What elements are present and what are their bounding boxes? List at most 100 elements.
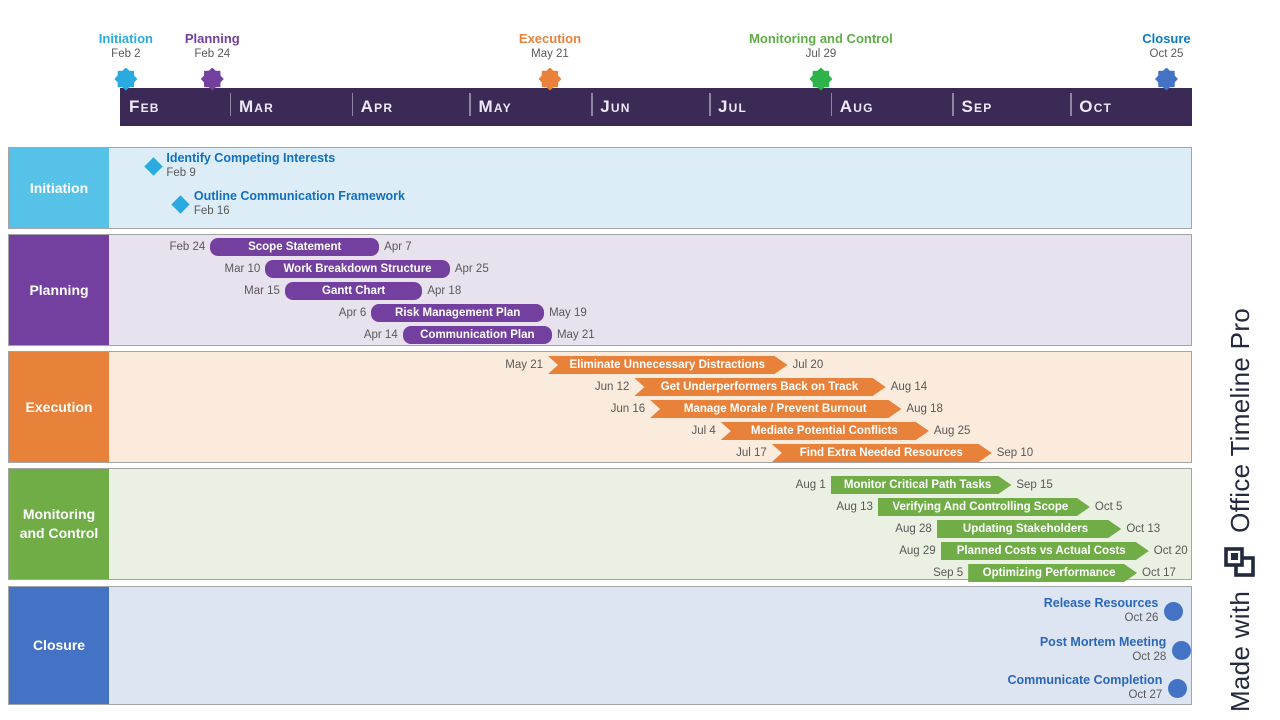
milestone-name: Communicate Completion [1007, 673, 1163, 687]
task-arrow[interactable]: Manage Morale / Prevent Burnout [650, 400, 901, 418]
month-label: Oct [1079, 97, 1113, 116]
top-milestone-name: Execution [518, 31, 582, 46]
task-bar[interactable]: Work Breakdown Structure [265, 260, 450, 278]
milestone-diamond-icon[interactable] [144, 156, 163, 176]
month-separator [1070, 93, 1072, 116]
milestone-star-icon[interactable] [1154, 67, 1178, 91]
top-milestone-name: Monitoring and Control [749, 31, 893, 46]
task-bar[interactable]: Communication Plan [402, 326, 552, 344]
task-end-date: Apr 25 [454, 263, 489, 275]
milestone-diamond-icon[interactable] [171, 194, 191, 214]
task-arrow[interactable]: Get Underperformers Back on Track [634, 378, 885, 396]
milestone-circle-icon[interactable] [1163, 601, 1183, 621]
task-start-date: Aug 1 [795, 479, 826, 491]
task-bar[interactable]: Scope Statement [210, 238, 380, 256]
task-end-date: May 19 [549, 307, 587, 319]
row-label-monitoring: Monitoring and Control [9, 469, 109, 579]
task-arrow[interactable]: Verifying And Controlling Scope [878, 498, 1090, 516]
task-label: Updating Stakeholders [962, 523, 1089, 535]
task-start-date: Mar 15 [244, 285, 280, 297]
top-milestone-name: Planning [184, 31, 240, 46]
task-label: Gantt Chart [322, 285, 386, 297]
task-start-date: Jul 4 [691, 425, 716, 437]
task-label: Eliminate Unnecessary Distractions [569, 359, 766, 371]
task-label: Find Extra Needed Resources [799, 447, 963, 459]
top-milestone-name: Closure [1142, 31, 1191, 46]
task-label: Verifying And Controlling Scope [892, 501, 1069, 513]
row-label-planning: Planning [9, 235, 109, 345]
month-label: Sep [961, 97, 993, 116]
task-label: Work Breakdown Structure [283, 263, 432, 275]
task-start-date: Feb 24 [169, 241, 206, 253]
month-label: Jul [718, 97, 748, 116]
milestone-name: Outline Communication Framework [193, 189, 405, 203]
task-start-date: Jun 16 [610, 403, 646, 415]
phase-row-initiation: Initiation [8, 147, 1192, 229]
task-end-date: Sep 10 [996, 447, 1034, 459]
task-start-date: Aug 28 [895, 523, 932, 535]
milestone-date: Oct 26 [1124, 612, 1159, 624]
top-milestone-date: Feb 2 [111, 48, 141, 60]
task-bar[interactable]: Risk Management Plan [371, 304, 545, 322]
task-end-date: Oct 17 [1142, 567, 1176, 579]
month-separator [709, 93, 711, 116]
month-label: Mar [238, 97, 275, 116]
month-label: Aug [839, 97, 874, 116]
task-start-date: Apr 6 [338, 307, 367, 319]
milestone-star-icon[interactable] [538, 67, 562, 91]
task-label: Mediate Potential Conflicts [750, 425, 898, 437]
task-end-date: Oct 5 [1094, 501, 1123, 513]
task-arrow[interactable]: Monitor Critical Path Tasks [831, 476, 1012, 494]
milestone-star-icon[interactable] [114, 67, 138, 91]
task-end-date: Aug 18 [906, 403, 943, 415]
task-end-date: Oct 13 [1126, 523, 1161, 535]
phase-row-planning: Planning [8, 234, 1192, 346]
phase-row-closure: Closure [8, 586, 1192, 705]
task-arrow[interactable]: Eliminate Unnecessary Distractions [548, 356, 788, 374]
milestone-star-icon[interactable] [809, 67, 833, 91]
row-label-execution: Execution [9, 352, 109, 462]
month-separator [952, 93, 954, 116]
task-arrow[interactable]: Find Extra Needed Resources [772, 444, 992, 462]
task-start-date: Jun 12 [594, 381, 630, 393]
task-label: Risk Management Plan [395, 307, 521, 319]
top-milestone-date: Oct 25 [1149, 48, 1184, 60]
task-label: Monitor Critical Path Tasks [843, 479, 992, 491]
task-bar[interactable]: Gantt Chart [284, 282, 423, 300]
task-end-date: May 21 [556, 329, 595, 341]
task-arrow[interactable]: Mediate Potential Conflicts [721, 422, 929, 440]
task-start-date: Sep 5 [933, 567, 964, 579]
office-timeline-logo-icon [1224, 547, 1255, 577]
task-label: Manage Morale / Prevent Burnout [683, 403, 867, 415]
task-start-date: Apr 14 [363, 329, 398, 341]
task-arrow[interactable]: Updating Stakeholders [937, 520, 1122, 538]
task-end-date: Sep 15 [1016, 479, 1053, 491]
month-separator [351, 93, 354, 116]
milestone-circle-icon[interactable] [1171, 640, 1191, 660]
milestone-date: Feb 16 [193, 205, 230, 217]
task-label: Optimizing Performance [982, 567, 1116, 579]
row-label-closure: Closure [9, 587, 109, 704]
task-end-date: Apr 7 [384, 241, 412, 253]
milestone-circle-icon[interactable] [1167, 678, 1187, 698]
task-arrow[interactable]: Optimizing Performance [968, 564, 1137, 582]
task-arrow[interactable]: Planned Costs vs Actual Costs [941, 542, 1149, 560]
top-milestone-name: Initiation [98, 31, 153, 46]
milestone-star-icon[interactable] [200, 67, 224, 91]
month-label: Jun [600, 97, 631, 116]
task-label: Planned Costs vs Actual Costs [956, 545, 1126, 557]
month-label: Feb [129, 97, 160, 116]
task-start-date: May 21 [505, 359, 543, 371]
milestone-date: Feb 9 [166, 167, 196, 179]
